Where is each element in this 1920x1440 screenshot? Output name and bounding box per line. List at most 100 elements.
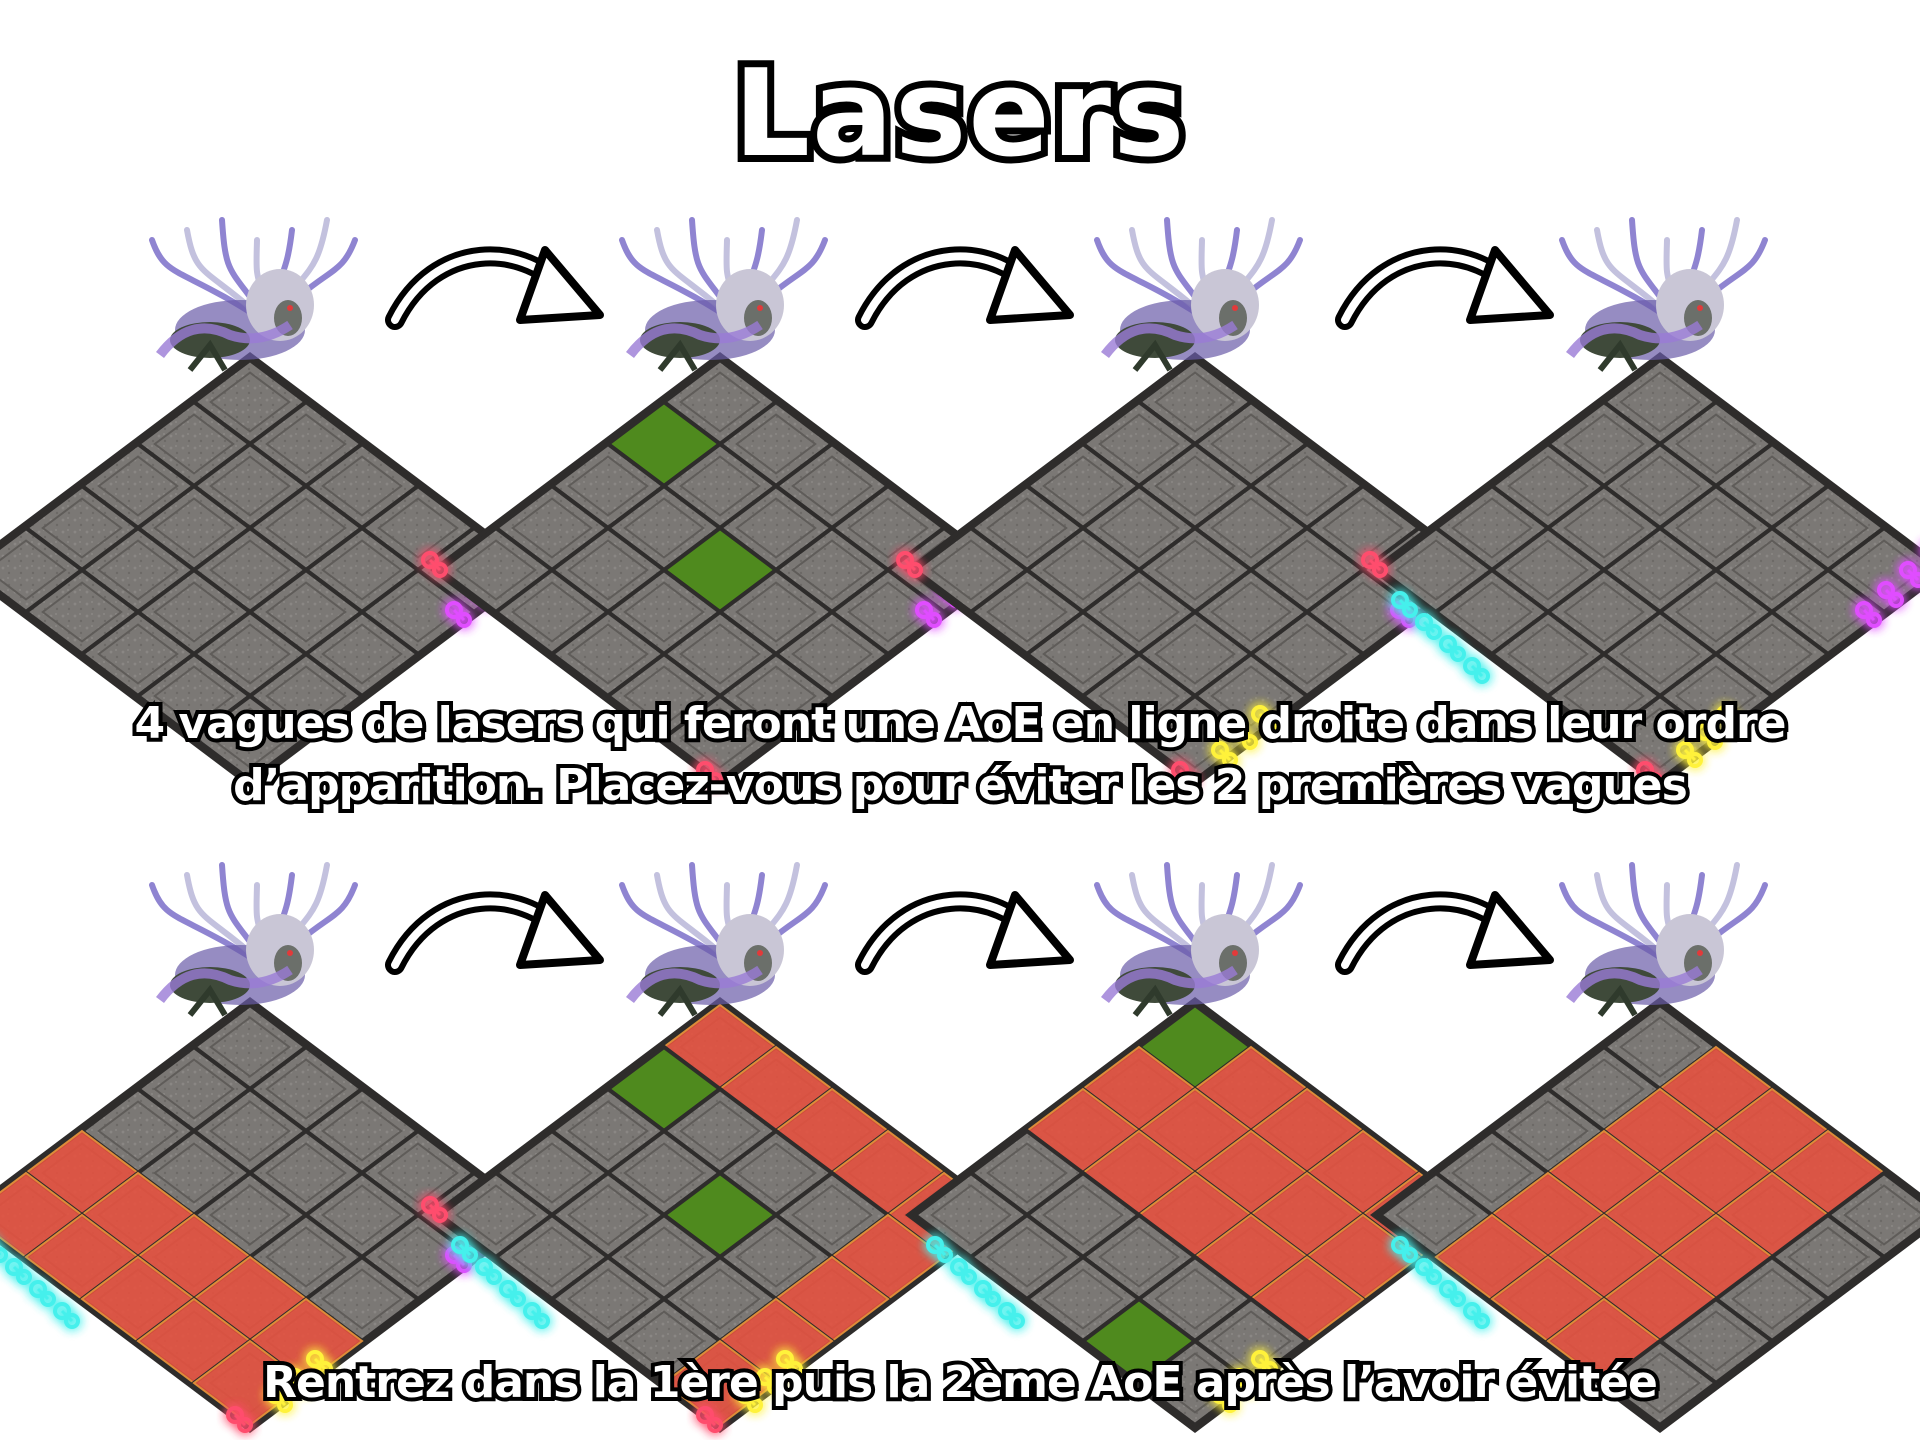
tile-inset xyxy=(209,371,291,433)
tile-inset xyxy=(1843,1184,1920,1246)
tile-inset xyxy=(623,581,705,643)
tile-inset xyxy=(1507,455,1589,517)
tile-inset xyxy=(567,1100,649,1162)
tile-inset xyxy=(1675,665,1757,727)
tile-inset xyxy=(209,1184,291,1246)
tile-inset xyxy=(1154,707,1236,769)
tile-inset xyxy=(679,1100,761,1162)
tile-inset xyxy=(1154,371,1236,433)
spectral-boss-icon xyxy=(149,862,358,1017)
tile-inset xyxy=(1266,455,1348,517)
tile-inset xyxy=(321,1184,403,1246)
spectral-boss-icon xyxy=(1559,217,1768,372)
tile-inset xyxy=(1210,497,1292,559)
tile-inset xyxy=(455,539,537,601)
laser-red-icon xyxy=(421,551,448,578)
laser-red-icon xyxy=(1636,761,1663,788)
tile-inset xyxy=(1210,581,1292,643)
tile-inset xyxy=(930,1184,1012,1246)
tile-inset xyxy=(1619,371,1701,433)
tile-inset xyxy=(1619,623,1701,685)
tile-inset xyxy=(97,539,179,601)
tile-inset xyxy=(153,1058,235,1120)
panel-setup-3 xyxy=(896,217,1485,788)
panel-setup-4 xyxy=(1361,217,1920,788)
tile-inset xyxy=(623,497,705,559)
laser-cyan-icon xyxy=(0,1247,80,1329)
tile-inset xyxy=(265,1142,347,1204)
tile-inset xyxy=(265,1226,347,1288)
spectral-boss-icon xyxy=(619,217,828,372)
tile-inset xyxy=(735,413,817,475)
laser-yellow-icon xyxy=(1676,705,1743,768)
tile-inset xyxy=(511,497,593,559)
tile-inset xyxy=(153,1142,235,1204)
tile-inset xyxy=(1507,539,1589,601)
tile-inset xyxy=(209,1016,291,1078)
curved-arrow-icon xyxy=(855,891,1074,975)
panel-resolution-3 xyxy=(905,862,1485,1433)
tile-inset xyxy=(679,707,761,769)
tile-inset xyxy=(321,1100,403,1162)
tile-inset xyxy=(209,539,291,601)
tile-inset xyxy=(1098,1226,1180,1288)
panel-resolution-1 xyxy=(0,862,540,1433)
tile-inset xyxy=(1563,1058,1645,1120)
tile-inset xyxy=(153,581,235,643)
tile-inset xyxy=(321,1268,403,1330)
tile-inset xyxy=(1210,413,1292,475)
tile-inset xyxy=(377,497,459,559)
tile-inset xyxy=(377,581,459,643)
tile-inset xyxy=(1451,581,1533,643)
tile-inset xyxy=(455,1184,537,1246)
tile-inset xyxy=(567,539,649,601)
laser-red-icon xyxy=(1171,761,1198,788)
tile-inset xyxy=(1154,455,1236,517)
tile-inset xyxy=(1210,1310,1292,1372)
tile-inset xyxy=(1154,623,1236,685)
tile-inset xyxy=(265,1058,347,1120)
tile-inset xyxy=(0,539,67,601)
tile-inset xyxy=(1843,539,1920,601)
tile-inset xyxy=(1787,581,1869,643)
tile-inset xyxy=(847,581,929,643)
laser-cyan-icon xyxy=(451,1236,550,1329)
tile-inset xyxy=(1563,413,1645,475)
tile-inset xyxy=(623,1226,705,1288)
tile-inset xyxy=(97,623,179,685)
tile-inset xyxy=(511,1226,593,1288)
tile-inset xyxy=(153,413,235,475)
tile-inset xyxy=(377,1142,459,1204)
tile-inset xyxy=(791,623,873,685)
laser-cyan-icon xyxy=(1391,1236,1490,1329)
arena-tile xyxy=(190,693,310,783)
laser-magenta-icon xyxy=(1855,561,1920,628)
spectral-boss-icon xyxy=(1559,862,1768,1017)
tile-inset xyxy=(1098,665,1180,727)
tile-inset xyxy=(265,497,347,559)
tile-inset xyxy=(735,1142,817,1204)
laser-red-icon xyxy=(896,551,923,578)
tile-inset xyxy=(735,497,817,559)
top-caption-line-2: d’apparition. Placez-vous pour éviter le… xyxy=(229,756,1692,815)
tile-inset xyxy=(1210,665,1292,727)
laser-red-icon xyxy=(226,1406,253,1433)
tile-inset xyxy=(153,497,235,559)
laser-red-icon xyxy=(696,1406,723,1433)
tile-inset xyxy=(209,1100,291,1162)
tile-inset xyxy=(511,1142,593,1204)
tile-inset xyxy=(1098,581,1180,643)
tile-inset xyxy=(567,455,649,517)
tile-inset xyxy=(97,455,179,517)
tile-inset xyxy=(679,455,761,517)
tile-inset xyxy=(1731,539,1813,601)
tile-inset xyxy=(1322,581,1404,643)
curved-arrow-icon xyxy=(1335,891,1554,975)
tile-inset xyxy=(265,581,347,643)
tile-inset xyxy=(1731,455,1813,517)
tile-inset xyxy=(623,1142,705,1204)
tile-inset xyxy=(623,665,705,727)
tile-inset xyxy=(679,371,761,433)
tile-inset xyxy=(1154,1352,1236,1414)
tile-inset xyxy=(567,1268,649,1330)
